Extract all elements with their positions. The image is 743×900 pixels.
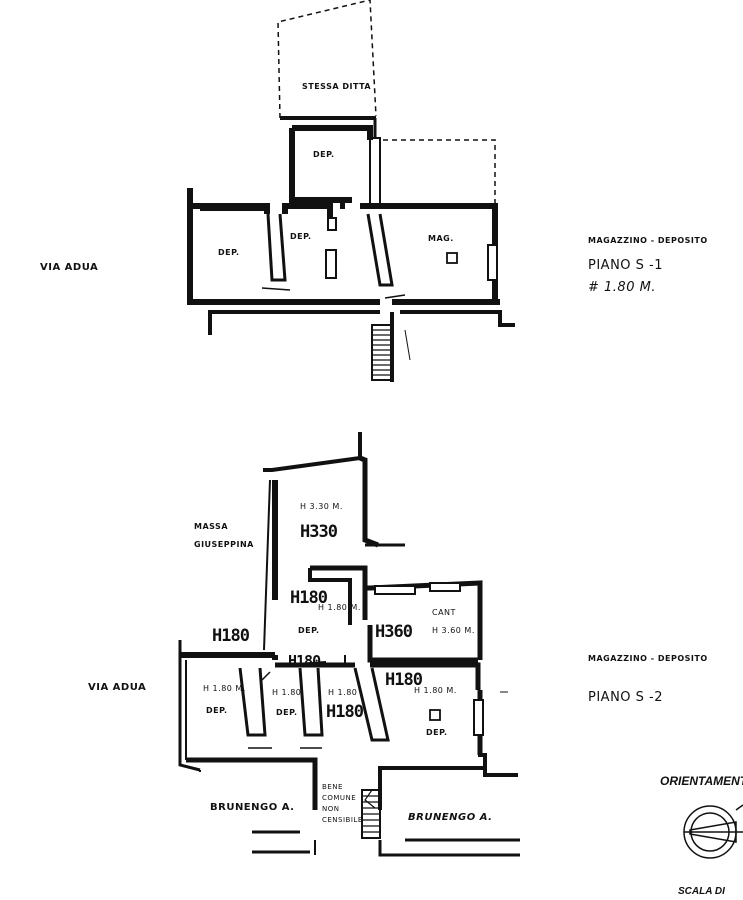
label-street-top: VIA ADUA: [40, 262, 99, 273]
label-orientation: ORIENTAMENTO: [660, 774, 743, 788]
label-room-cant: CANT: [432, 608, 456, 617]
label-room-mid: DEP.: [298, 626, 320, 635]
label-height-left2: H 1.80: [272, 688, 302, 697]
label-neighbor-left: BRUNENGO A.: [210, 802, 295, 813]
floor-top-plan: PIANO S -1: [588, 258, 664, 273]
title-bottom-plan: MAGAZZINO - DEPOSITO: [588, 654, 708, 663]
partition-left: [266, 213, 287, 282]
label-height-right: H 1.80 M.: [414, 686, 457, 695]
label-room-dep-left: DEP.: [218, 248, 240, 257]
hand-height-cant: H360: [375, 622, 413, 642]
hand-height-corridor: H180: [288, 652, 321, 670]
staircase-top: [371, 324, 393, 381]
hand-height-h330: H330: [300, 522, 338, 542]
label-height-h330: H 3.30 M.: [300, 502, 343, 511]
label-height-left: H 1.80 M.: [203, 684, 246, 693]
label-neighbor-right: BRUNENGO A.: [408, 812, 493, 823]
room-cant-walls: [365, 580, 483, 660]
label-height-cant: H 3.60 M.: [432, 626, 475, 635]
wall-left-bottom: [178, 640, 201, 772]
floor-bottom-plan: PIANO S -2: [588, 690, 664, 705]
label-stessa-ditta: STESSA DITTA: [302, 82, 372, 91]
label-stair-note: BENE COMUNE NON CENSIBILE: [322, 783, 363, 824]
height-top-plan: # 1.80 M.: [588, 280, 656, 295]
hand-height-mid: H180: [290, 588, 328, 608]
label-room-dep-top: DEP.: [313, 150, 335, 159]
room-h330-walls: [263, 432, 362, 472]
room-dep-top-walls: [289, 128, 352, 203]
label-room-right: DEP.: [426, 728, 448, 737]
hand-height-left: H180: [212, 626, 250, 646]
adjacent-boundary-dashed-right: [383, 139, 496, 205]
hand-height-center: H180: [326, 702, 364, 722]
label-room-left: DEP.: [206, 706, 228, 715]
adjacent-boundary-dashed: [277, 0, 377, 119]
title-top-plan: MAGAZZINO - DEPOSITO: [588, 236, 708, 245]
label-room-dep-mid: DEP.: [290, 232, 312, 241]
partition-diag: [366, 213, 394, 287]
compass-symbol: [683, 804, 743, 859]
label-scale: SCALA DI: [678, 886, 725, 897]
label-height-center: H 1.80: [328, 688, 358, 697]
label-room-left2: DEP.: [276, 708, 298, 717]
label-room-mag: MAG.: [428, 234, 454, 243]
label-height-mid: H 1.80 M.: [318, 603, 361, 612]
label-neighbor-massa: MASSA GIUSEPPINA: [194, 522, 254, 549]
hand-height-right: H180: [385, 670, 423, 690]
label-street-bottom: VIA ADUA: [88, 682, 147, 693]
